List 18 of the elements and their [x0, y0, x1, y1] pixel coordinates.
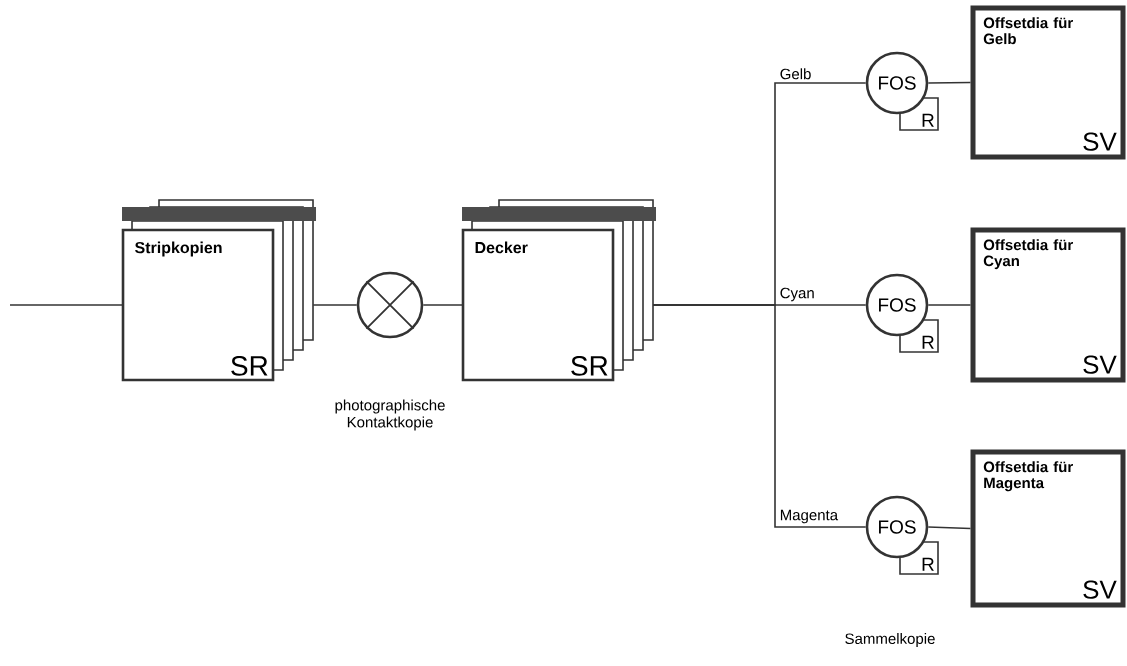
- output-box: Offsetdia für Cyan SV: [970, 227, 1126, 383]
- annotation: photographische Kontaktkopie: [335, 399, 445, 431]
- crossed-circle: [356, 271, 424, 339]
- stacked-sheet-box: Decker SR: [461, 199, 656, 382]
- connector-line: [927, 304, 972, 306]
- connector-line: [312, 304, 358, 306]
- edge-label: Magenta: [778, 508, 840, 525]
- stacked-sheet-box: Stripkopien SR: [121, 199, 316, 382]
- annotation: Sammelkopie: [845, 633, 935, 647]
- connector-line: [927, 81, 972, 84]
- connector-line: [652, 304, 867, 528]
- connector-line: [422, 304, 464, 306]
- connector-line: [9, 304, 124, 306]
- connector-line: [927, 526, 972, 530]
- output-box: Offsetdia für Magenta SV: [970, 449, 1126, 608]
- output-box: Offsetdia für Gelb SV: [970, 5, 1126, 160]
- edge-label: Gelb: [778, 66, 813, 81]
- edge-label: Cyan: [778, 286, 817, 303]
